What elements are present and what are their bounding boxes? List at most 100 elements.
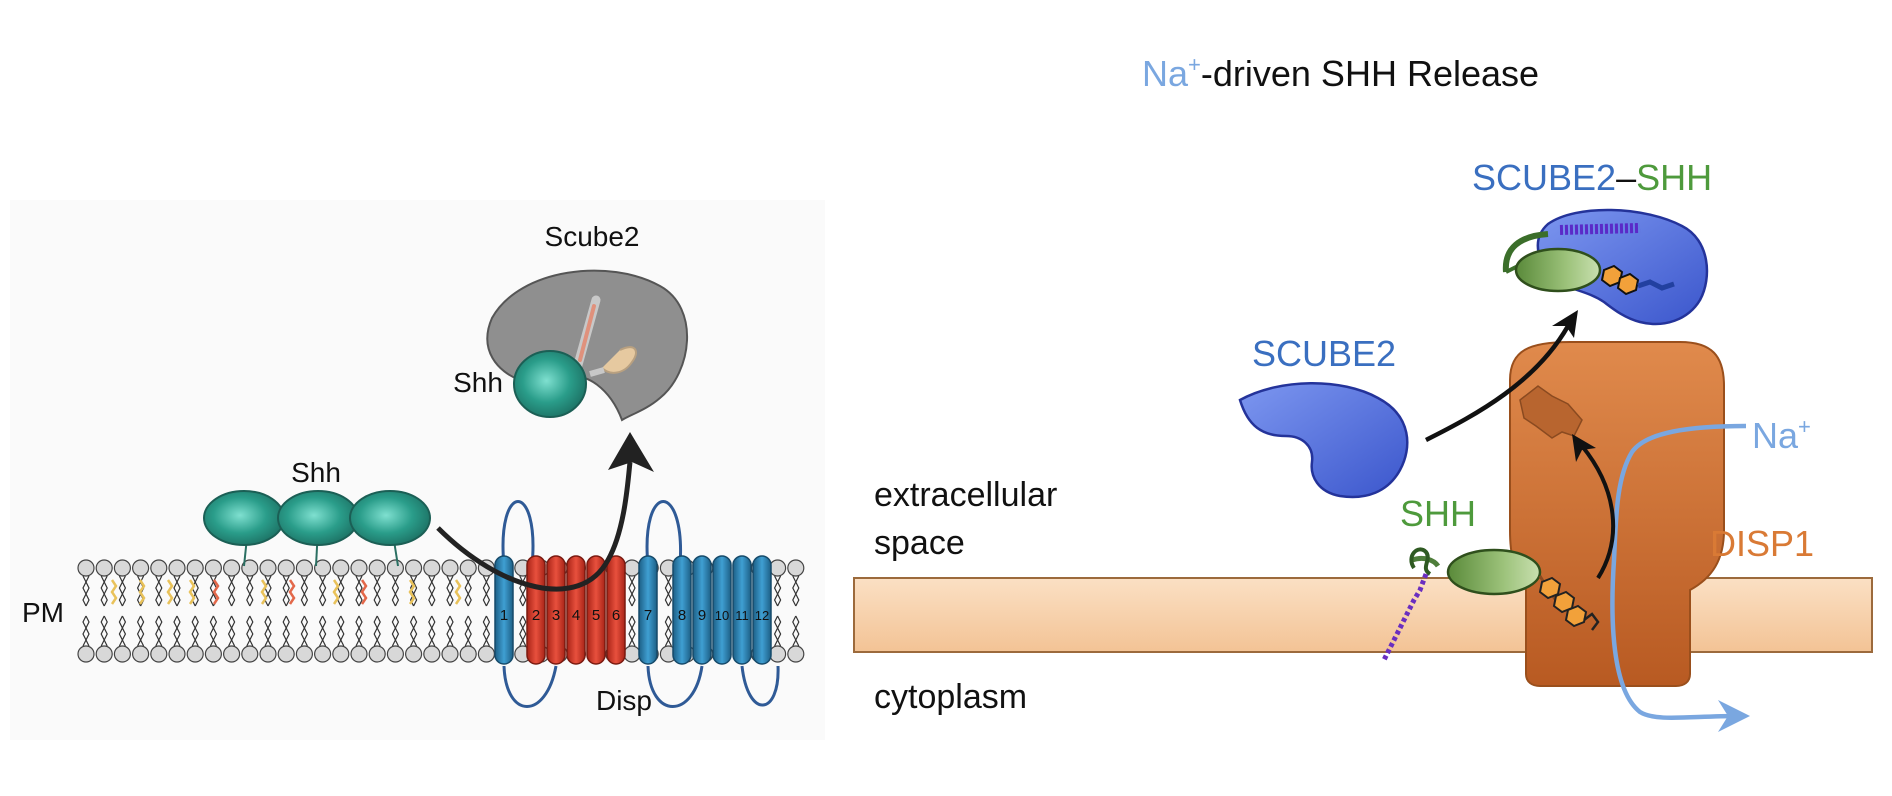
- lipid-tail: [428, 615, 433, 647]
- shh-membrane-label: Shh: [291, 457, 341, 488]
- lipid-tail: [449, 575, 454, 607]
- lipid-tail: [285, 575, 290, 607]
- lipid-tail: [118, 615, 124, 647]
- lipid-tail: [394, 575, 400, 607]
- disp-helix-number: 4: [572, 607, 580, 624]
- lipid-tail: [212, 615, 218, 647]
- complex-label: SCUBE2–SHH: [1472, 157, 1712, 198]
- lipid-tail: [176, 575, 181, 607]
- cholesterol-marker: [110, 579, 118, 605]
- lipid-head: [150, 645, 168, 663]
- lipid-tail: [394, 615, 400, 647]
- lipid-head: [459, 559, 477, 577]
- lipid-tail: [103, 575, 108, 607]
- lipid-tail: [246, 615, 251, 647]
- cholesterol-marker: [260, 579, 268, 605]
- extracellular-label-line1: extracellular: [874, 476, 1057, 514]
- lipid-tail: [303, 615, 309, 647]
- lipid-tail: [522, 615, 527, 647]
- lipid-tail: [795, 575, 800, 607]
- lipid-tail: [467, 575, 472, 607]
- shh-bound-protein-right: [1514, 247, 1602, 293]
- lipid-tail: [139, 615, 145, 647]
- shh-membrane-group: [203, 490, 431, 567]
- lipid-head: [332, 559, 350, 577]
- disp-helix-number: 12: [755, 608, 769, 623]
- lipid-tail: [467, 615, 472, 647]
- lipid-tail: [136, 615, 142, 647]
- lipid-head: [623, 559, 641, 577]
- disp-helix-5: [586, 555, 606, 665]
- lipid-tail: [776, 615, 782, 647]
- lipid-head: [150, 559, 168, 577]
- disp-helix-number: 8: [678, 607, 686, 624]
- cholesterol-bound: [1600, 264, 1675, 296]
- scube2-shh-complex-right: [1502, 208, 1709, 326]
- cholesterol-pocket: [601, 346, 637, 374]
- lipid-tail: [246, 575, 251, 607]
- lipid-tail: [409, 615, 415, 647]
- disp-helix-6: [606, 555, 626, 665]
- lipid-head: [295, 645, 313, 663]
- disp-helix-7: [638, 555, 658, 665]
- lipid-head: [259, 559, 277, 577]
- shh-protein: [203, 490, 285, 546]
- lipid-head: [113, 559, 132, 577]
- lipid-tail: [300, 575, 306, 607]
- cholesterol-marker: [188, 579, 196, 605]
- lipid-tail: [482, 615, 488, 647]
- lipid-tail: [449, 615, 454, 647]
- shh-protein: [349, 490, 431, 546]
- shh-bound-protein: [513, 350, 587, 418]
- cholesterol-molecule: [1538, 576, 1600, 631]
- lipid-head: [132, 559, 150, 577]
- lipid-head: [204, 559, 222, 577]
- lipid-head: [295, 559, 313, 577]
- lipid-tail: [337, 575, 342, 607]
- disp-helix-number: 5: [592, 607, 600, 624]
- title-ion-charge: +: [1188, 52, 1201, 77]
- lipid-tail: [85, 615, 90, 647]
- cholesterol-marker: [138, 579, 146, 605]
- lipid-head: [314, 645, 332, 663]
- palmitate-chain: [578, 304, 596, 362]
- lipid-head: [223, 559, 241, 577]
- disp-helix-8: [672, 555, 692, 665]
- palmitoyl-bound: [1559, 223, 1641, 235]
- lipid-tail: [391, 615, 397, 647]
- lipid-tail: [631, 575, 636, 607]
- right-panel: Na+-driven SHH Release: [853, 52, 1873, 732]
- lipid-tail: [285, 615, 290, 647]
- lipid-tail: [628, 575, 633, 607]
- disp-loop: [740, 665, 780, 707]
- cholesterol-marker: [408, 579, 416, 605]
- lipid-tail: [267, 615, 272, 647]
- disp-helix-number: 7: [644, 607, 652, 624]
- lipid-head: [77, 645, 95, 663]
- lipid-tail: [85, 575, 90, 607]
- lipid-head: [368, 559, 386, 577]
- lipid-tail: [340, 575, 345, 607]
- lipid-head: [768, 559, 787, 577]
- lipid-tail: [376, 575, 381, 607]
- lipid-tail: [267, 575, 272, 607]
- title-rest: -driven SHH Release: [1201, 53, 1539, 94]
- disp-helix-11: [732, 555, 752, 665]
- palmitate-marker: [288, 579, 296, 605]
- plasma-membrane: [853, 577, 1873, 653]
- lipid-head: [423, 559, 441, 577]
- lipid-tail: [249, 575, 254, 607]
- shh-protein-right: [1446, 548, 1542, 596]
- lipid-tail: [303, 575, 309, 607]
- lipid-tail: [103, 615, 108, 647]
- lipid-head: [168, 559, 186, 577]
- lipid-tail: [194, 615, 199, 647]
- lipid-tail: [340, 615, 345, 647]
- scube2-binding-arrowhead: [1552, 310, 1578, 338]
- lipid-head: [132, 645, 150, 663]
- lipid-tail: [158, 615, 163, 647]
- lipid-tail: [446, 615, 451, 647]
- lipid-tail: [230, 575, 236, 607]
- lipid-tail: [373, 615, 378, 647]
- lipid-tail: [412, 575, 418, 607]
